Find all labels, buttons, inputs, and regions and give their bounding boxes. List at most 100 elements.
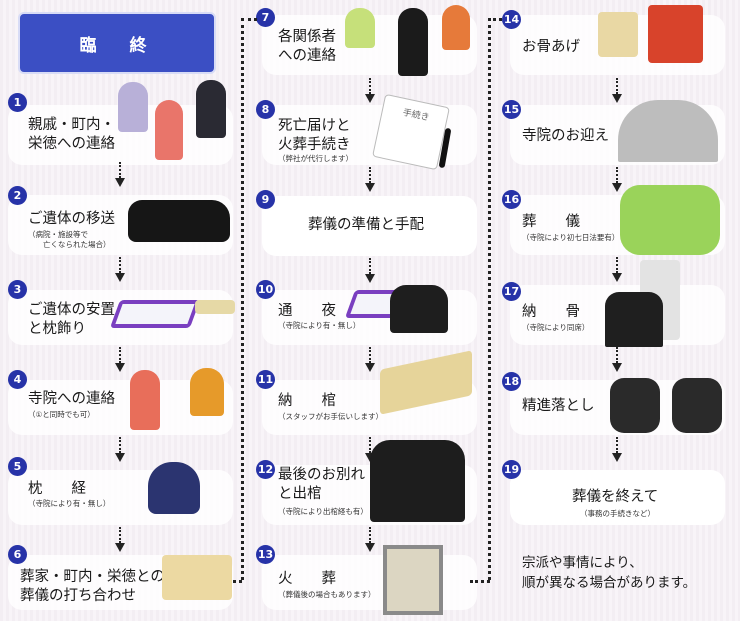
urn-cover-illustration	[648, 5, 703, 63]
column-connector	[241, 18, 244, 580]
step-note: （病院・施設等で 亡くなられた場合）	[28, 230, 111, 249]
flow-arrow	[365, 527, 375, 553]
hearse-car-illustration	[128, 200, 230, 242]
step-note: （寺院により同席）	[522, 323, 590, 332]
start-box-rinju: 臨 終	[18, 12, 216, 74]
flow-arrow	[115, 347, 125, 373]
flow-arrow	[612, 437, 622, 463]
step-note: （寺院により出棺経も有）	[278, 507, 368, 516]
step-label: 葬儀の準備と手配	[308, 217, 424, 233]
family-at-grave-illustration	[605, 292, 663, 347]
step-label: 寺院のお迎え	[522, 128, 609, 144]
step-label: 寺院への連絡	[28, 391, 115, 407]
step-label: 葬儀を終えて	[572, 489, 659, 505]
step-number-badge: 12	[256, 460, 275, 479]
column-connector	[488, 18, 491, 580]
step-note: （スタッフがお手伝いします）	[278, 412, 383, 421]
step-number-badge: 15	[502, 100, 521, 119]
step-number-badge: 9	[256, 190, 275, 209]
pillow-altar-illustration	[195, 300, 235, 314]
step-number-badge: 6	[8, 545, 27, 564]
step-label: 納 骨	[522, 304, 580, 320]
flow-arrow	[612, 347, 622, 373]
step-label: 親戚・町内・ 栄徳への連絡	[28, 117, 115, 152]
order-disclaimer: 宗派や事情により、 順が異なる場合があります。	[522, 555, 697, 591]
woman-phone-illustration	[398, 8, 428, 76]
step-card-19	[510, 470, 725, 525]
step-number-badge: 5	[8, 457, 27, 476]
step-label: ご遺体の安置 と枕飾り	[28, 302, 115, 337]
pallbearers-illustration	[370, 440, 465, 522]
person-phone-illustration	[345, 8, 375, 48]
step-number-badge: 14	[502, 10, 521, 29]
woman-phone-illustration	[130, 370, 160, 430]
funeral-altar-illustration	[620, 185, 720, 255]
crematorium-door-illustration	[383, 545, 443, 615]
step-number-badge: 13	[256, 545, 275, 564]
step-label: 枕 経	[28, 481, 86, 497]
flow-arrow	[365, 167, 375, 193]
elderly-woman-phone-illustration	[118, 82, 148, 132]
step-number-badge: 17	[502, 282, 521, 301]
step-note: （①と同時でも可）	[28, 410, 95, 419]
step-note: （弊社が代行します）	[278, 154, 353, 163]
step-label: 各関係者 への連絡	[278, 29, 336, 64]
step-label: 死亡届けと 火葬手続き	[278, 118, 351, 153]
step-label: 納 棺	[278, 393, 336, 409]
document-title: 手続き	[401, 107, 431, 124]
step-label: お骨あげ	[522, 39, 580, 55]
step-label: ご遺体の移送	[28, 211, 115, 227]
step-number-badge: 4	[8, 370, 27, 389]
step-number-badge: 18	[502, 372, 521, 391]
meeting-table-illustration	[162, 555, 232, 600]
step-note: （寺院により初七日法要有）	[522, 233, 620, 242]
column-connector	[488, 18, 502, 21]
step-number-badge: 7	[256, 8, 275, 27]
step-label: 最後のお別れ と出棺	[278, 467, 365, 502]
step-note: （葬儀後の場合もあります）	[278, 590, 376, 599]
step-number-badge: 2	[8, 186, 27, 205]
woman-phone-illustration	[155, 100, 183, 160]
step-number-badge: 11	[256, 370, 275, 389]
flow-arrow	[365, 78, 375, 104]
step-label: 通 夜	[278, 303, 336, 319]
flow-arrow	[115, 162, 125, 188]
step-note: （事務の手続きなど）	[580, 509, 655, 518]
step-number-badge: 8	[256, 100, 275, 119]
step-number-badge: 10	[256, 280, 275, 299]
step-card-9	[262, 196, 477, 256]
flow-arrow	[365, 347, 375, 373]
urn-box-illustration	[598, 12, 638, 57]
monk-chanting-illustration	[148, 462, 200, 514]
temple-illustration	[618, 100, 718, 162]
step-label: 火 葬	[278, 571, 336, 587]
flow-arrow	[115, 527, 125, 553]
person-phone-illustration	[442, 5, 470, 50]
banquet-guests-illustration	[610, 378, 660, 433]
futon-bed-illustration	[109, 300, 201, 328]
start-label: 臨 終	[79, 35, 155, 56]
step-note: （寺院により有・無し）	[28, 499, 111, 508]
flow-arrow	[612, 257, 622, 283]
flow-arrow	[115, 437, 125, 463]
step-label: 精進落とし	[522, 398, 595, 414]
step-number-badge: 19	[502, 460, 521, 479]
flow-arrow	[612, 167, 622, 193]
man-phone-illustration	[196, 80, 226, 138]
step-number-badge: 1	[8, 93, 27, 112]
column-connector	[470, 580, 490, 583]
step-number-badge: 16	[502, 190, 521, 209]
flow-arrow	[365, 258, 375, 284]
step-label: 葬 儀	[522, 214, 580, 230]
step-label: 葬家・町内・栄徳との 葬儀の打ち合わせ	[20, 569, 165, 604]
monk-phone-illustration	[190, 368, 224, 416]
procedure-document-illustration: 手続き	[372, 93, 450, 171]
column-connector	[241, 18, 257, 21]
column-connector	[228, 580, 242, 583]
flow-arrow	[612, 78, 622, 104]
flow-arrow	[115, 257, 125, 283]
mourners-wake-illustration	[390, 285, 448, 333]
step-number-badge: 3	[8, 280, 27, 299]
step-note: （寺院により有・無し）	[278, 321, 361, 330]
banquet-guests-illustration	[672, 378, 722, 433]
